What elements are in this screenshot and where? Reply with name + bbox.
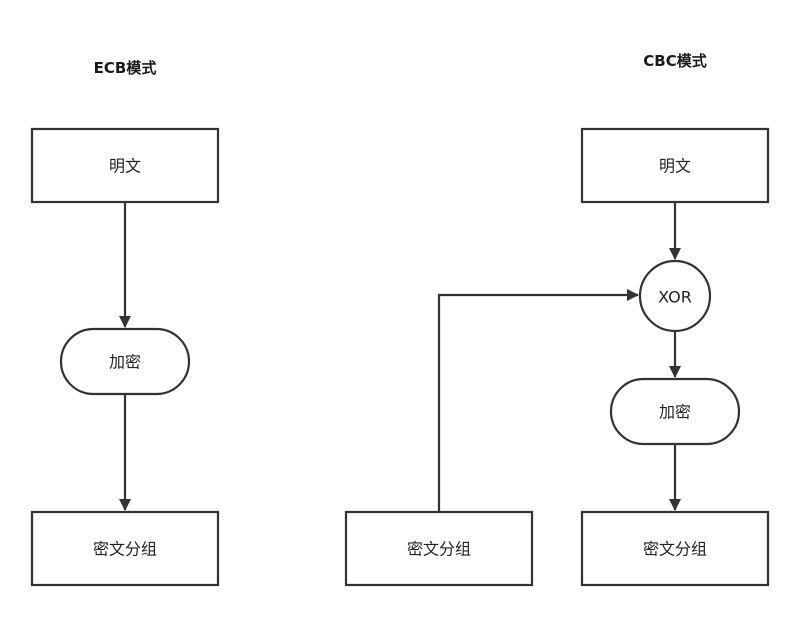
cbc-plaintext-box — [580, 127, 770, 204]
ecb-ciphertext-box — [30, 510, 220, 587]
cbc-previous-ciphertext-box — [344, 510, 534, 587]
cbc-ciphertext-box — [580, 510, 770, 587]
ecb-encrypt-label: 加密 — [109, 353, 141, 372]
cbc-plaintext-label: 明文 — [659, 157, 691, 176]
cbc-ciphertext-label: 密文分组 — [643, 540, 707, 559]
ecb-plaintext-box — [30, 127, 220, 204]
ecb-plaintext-label: 明文 — [109, 157, 141, 176]
ecb-ciphertext-label: 密文分组 — [93, 540, 157, 559]
cbc-previous-ciphertext-label: 密文分组 — [407, 540, 471, 559]
cbc-xor-label: XOR — [658, 288, 692, 307]
cbc-title: CBC模式 — [643, 52, 706, 70]
cbc-encrypt-label: 加密 — [659, 403, 691, 422]
cbc-arrow-feedback-to-xor — [437, 289, 639, 512]
ecb-title: ECB模式 — [94, 59, 157, 77]
